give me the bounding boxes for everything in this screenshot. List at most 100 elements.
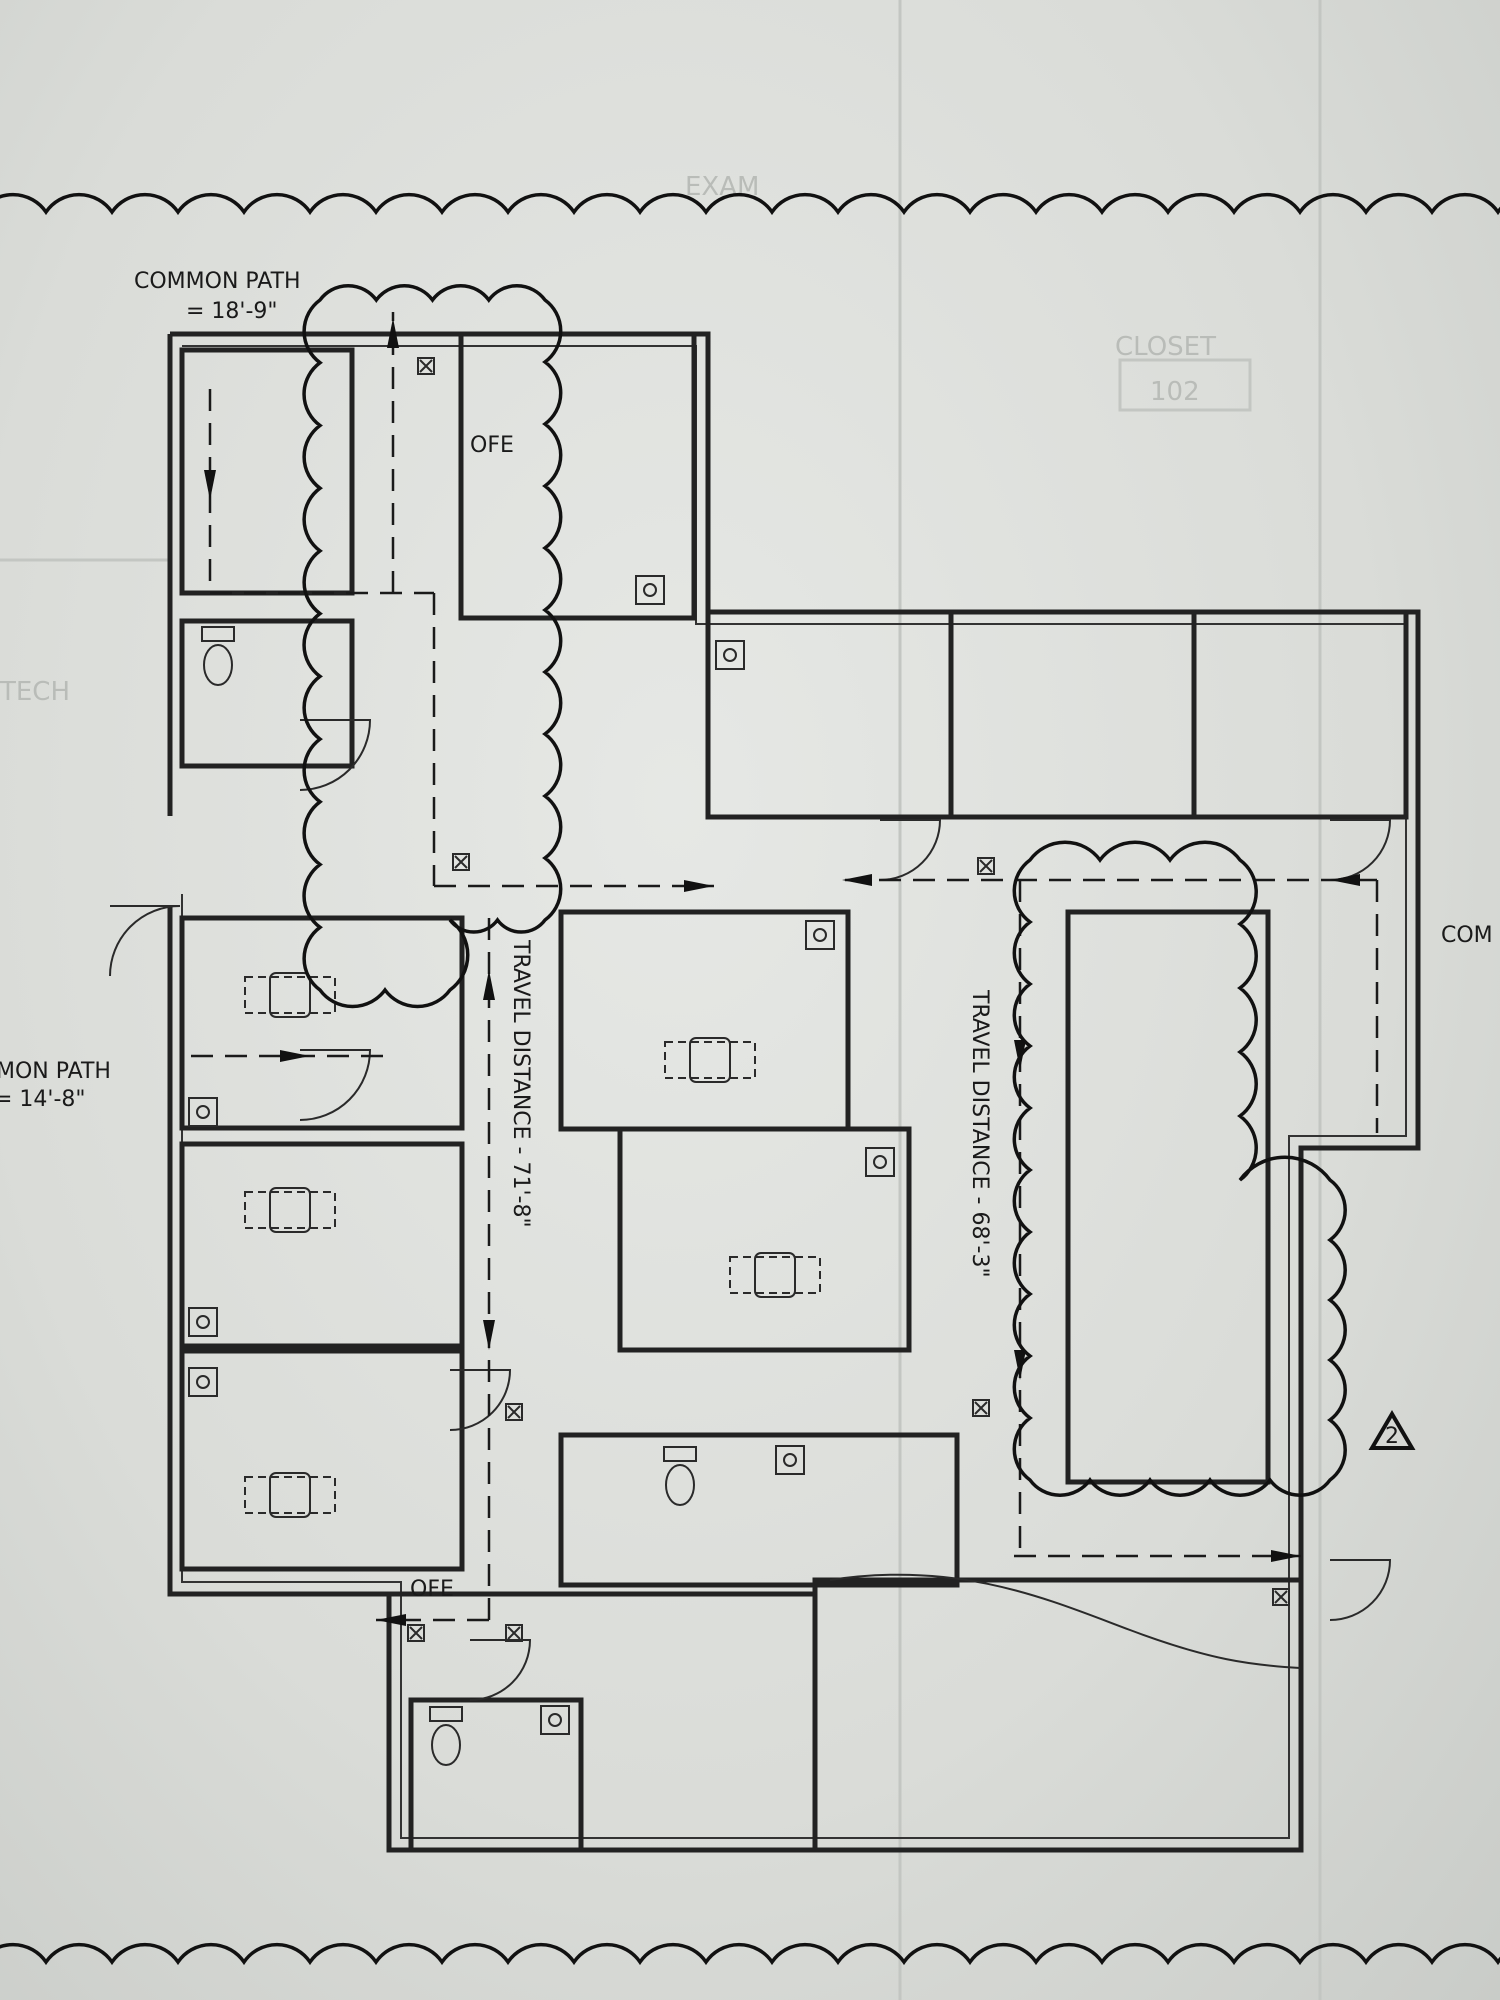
room — [179, 1348, 465, 1572]
dental-chair-icon — [244, 1476, 336, 1514]
ofe-label: OFE — [410, 1577, 454, 1602]
toilet-icon — [203, 644, 233, 686]
revision-cloud-border-top — [0, 192, 1500, 216]
exit-arrow-icon — [280, 1050, 310, 1062]
exit-arrow-icon — [1271, 1550, 1301, 1562]
exit-arrow-icon — [1330, 874, 1360, 886]
exterior-wall — [167, 331, 1421, 1853]
travel-distance-right: TRAVEL DISTANCE - 68'-3" — [967, 989, 992, 1278]
sink-icon — [783, 1453, 797, 1467]
door-swing — [879, 819, 942, 881]
sink-icon — [196, 1315, 210, 1329]
room — [1191, 609, 1409, 820]
exit-arrow-icon — [387, 318, 399, 348]
exit-sign-icon — [1274, 1590, 1288, 1604]
exit-sign-icon — [407, 1624, 425, 1642]
dental-chair-icon — [244, 976, 336, 1014]
toilet-icon — [663, 1446, 697, 1462]
room — [1065, 909, 1271, 1485]
door-swing — [299, 719, 372, 791]
rooms — [109, 331, 1409, 1853]
sink-icon — [715, 640, 745, 670]
common-path-right-title: COM — [1441, 923, 1493, 948]
sink-icon — [865, 1147, 895, 1177]
exit-sign-icon — [974, 1401, 988, 1415]
toilet-icon — [431, 1724, 461, 1766]
exit-sign-icon — [409, 1626, 423, 1640]
exit-sign-icon — [972, 1399, 990, 1417]
toilet-icon — [429, 1706, 463, 1722]
faint-label-closet: CLOSET — [1115, 332, 1216, 362]
sink-icon — [813, 928, 827, 942]
revision-triangle-icon: 2 — [1368, 1410, 1416, 1450]
exit-arrow-icon — [842, 874, 872, 886]
room — [179, 618, 355, 769]
exit-sign-icon — [977, 857, 995, 875]
room — [458, 331, 697, 621]
dental-chair-icon — [729, 1256, 821, 1294]
room — [812, 1577, 1304, 1853]
exit-sign-icon — [419, 359, 433, 373]
door-swing — [1329, 819, 1392, 881]
room — [948, 609, 1197, 820]
room — [617, 1126, 912, 1353]
exit-arrow-icon — [376, 1614, 406, 1626]
faint-label-tech: TECH — [0, 677, 70, 707]
sink-icon — [643, 583, 657, 597]
room — [558, 1432, 960, 1588]
exit-arrow-icon — [684, 880, 714, 892]
travel-distance-left: TRAVEL DISTANCE - 71'-8" — [508, 939, 533, 1228]
sink-icon — [196, 1375, 210, 1389]
sink-icon — [188, 1307, 218, 1337]
sink-icon — [873, 1155, 887, 1169]
sink-icon — [635, 575, 665, 605]
room — [179, 347, 355, 596]
room — [179, 1141, 465, 1349]
sink-icon — [775, 1445, 805, 1475]
door-swing — [1329, 1559, 1392, 1621]
common-path-top-value: = 18'-9" — [186, 299, 278, 324]
sink-icon — [805, 920, 835, 950]
faint-room-tag — [1118, 358, 1252, 412]
sink-icon — [188, 1097, 218, 1127]
exit-sign-icon — [454, 855, 468, 869]
exit-sign-icon — [979, 859, 993, 873]
common-path-left-title: MON PATH — [0, 1059, 111, 1084]
exterior-wall-inner-face — [181, 345, 1407, 1839]
dental-chair-icon — [689, 1037, 731, 1083]
dental-chair-icon — [269, 1187, 311, 1233]
egress-paths — [191, 312, 1379, 1626]
door-swing — [469, 1639, 532, 1701]
sink-icon — [188, 1367, 218, 1397]
dental-chair-icon — [754, 1252, 796, 1298]
faint-label-102: 102 — [1150, 377, 1200, 407]
ofe-label: OFE — [470, 433, 514, 458]
revision-cloud-reception — [1012, 840, 1347, 1497]
exit-sign-icon — [505, 1624, 523, 1642]
door-swing — [449, 1369, 512, 1431]
revision-cloud-corridor — [302, 283, 563, 1009]
faint-underlay-plan: CLOSET 102 TECH EXAM — [0, 0, 1322, 2000]
exit-sign-icon — [1272, 1588, 1290, 1606]
dental-chair-icon — [269, 972, 311, 1018]
common-path-top-title: COMMON PATH — [134, 269, 301, 294]
toilet-icon — [665, 1464, 695, 1506]
curved-wall — [829, 1573, 1301, 1669]
room — [558, 909, 851, 1132]
exit-sign-icon — [452, 853, 470, 871]
door-swing — [109, 905, 181, 977]
dental-chair-icon — [269, 1472, 311, 1518]
room — [179, 915, 465, 1131]
sink-icon — [548, 1713, 562, 1727]
revision-tag-number: 2 — [1385, 1424, 1399, 1449]
common-path-left-value: = 14'-8" — [0, 1087, 86, 1112]
exit-sign-icon — [417, 357, 435, 375]
exit-sign-icon — [507, 1626, 521, 1640]
dental-chair-icon — [664, 1041, 756, 1079]
exit-arrow-icon — [204, 470, 216, 500]
exit-arrow-icon — [483, 1320, 495, 1350]
exit-sign-icon — [505, 1403, 523, 1421]
door-swing — [299, 1049, 372, 1121]
